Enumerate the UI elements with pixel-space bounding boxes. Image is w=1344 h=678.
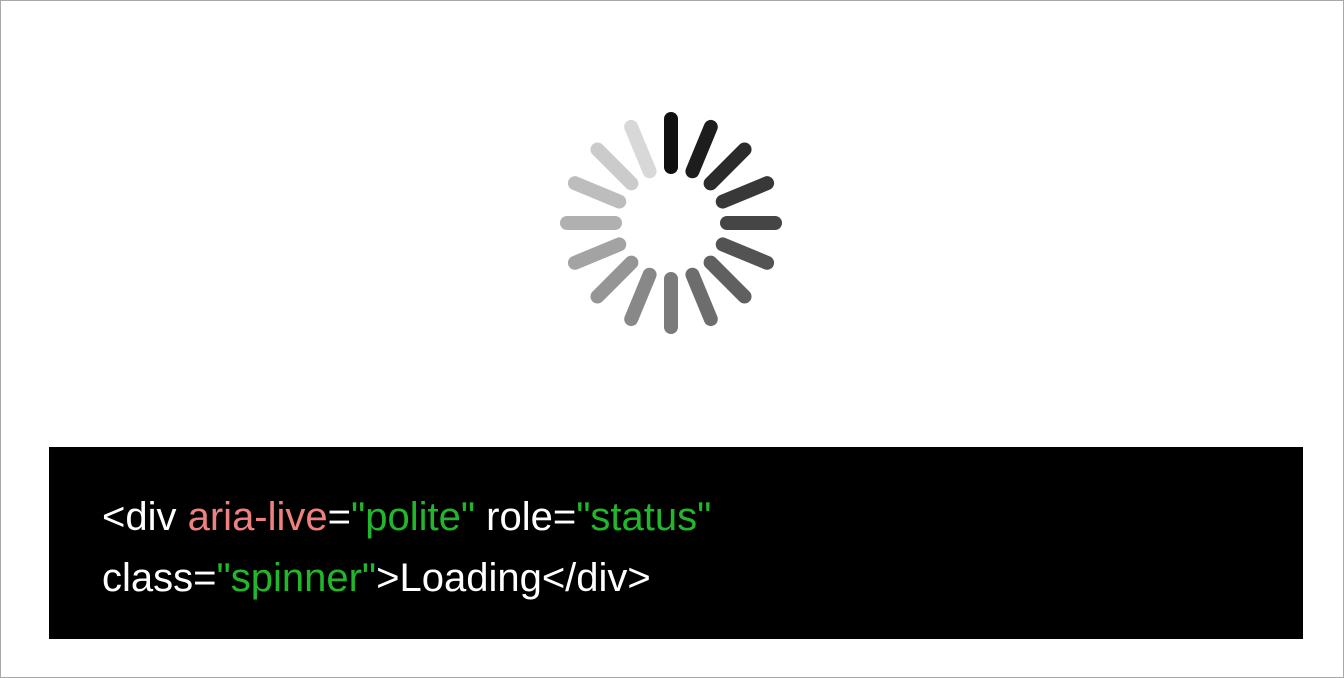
spinner-spoke	[590, 142, 639, 191]
spinner-spoke	[567, 176, 627, 209]
spinner-spoke	[624, 267, 657, 327]
spinner-spoke	[703, 255, 752, 304]
code-snippet: <div aria-live="polite" role="status" cl…	[102, 487, 711, 609]
spinner-spoke	[703, 142, 752, 191]
code-attr-role: role	[475, 495, 553, 539]
code-value-polite: "polite"	[351, 495, 476, 539]
code-attr-aria-live: aria-live	[187, 495, 328, 539]
spinner-spoke	[567, 237, 627, 270]
loading-spinner-icon	[551, 103, 791, 343]
code-value-spinner: "spinner"	[216, 556, 377, 600]
spinner-spoke	[685, 267, 718, 327]
spinner-spoke	[715, 237, 775, 270]
spinner-spoke	[590, 255, 639, 304]
spinner-spoke	[685, 119, 718, 179]
code-equals: =	[193, 556, 217, 600]
spinner-spoke	[715, 176, 775, 209]
code-equals: =	[552, 495, 577, 539]
code-equals: =	[327, 495, 352, 539]
code-value-status: "status"	[576, 495, 712, 539]
code-content-loading: >Loading</div>	[376, 556, 651, 600]
code-line-1: <div aria-live="polite" role="status"	[102, 495, 711, 539]
code-attr-class: class	[102, 556, 194, 600]
spinner-spoke	[624, 119, 657, 179]
spinner-graphic	[560, 112, 782, 334]
code-block: <div aria-live="polite" role="status" cl…	[49, 447, 1303, 639]
code-line-2: class="spinner">Loading</div>	[102, 556, 651, 600]
code-open-tag: <div	[102, 495, 188, 539]
